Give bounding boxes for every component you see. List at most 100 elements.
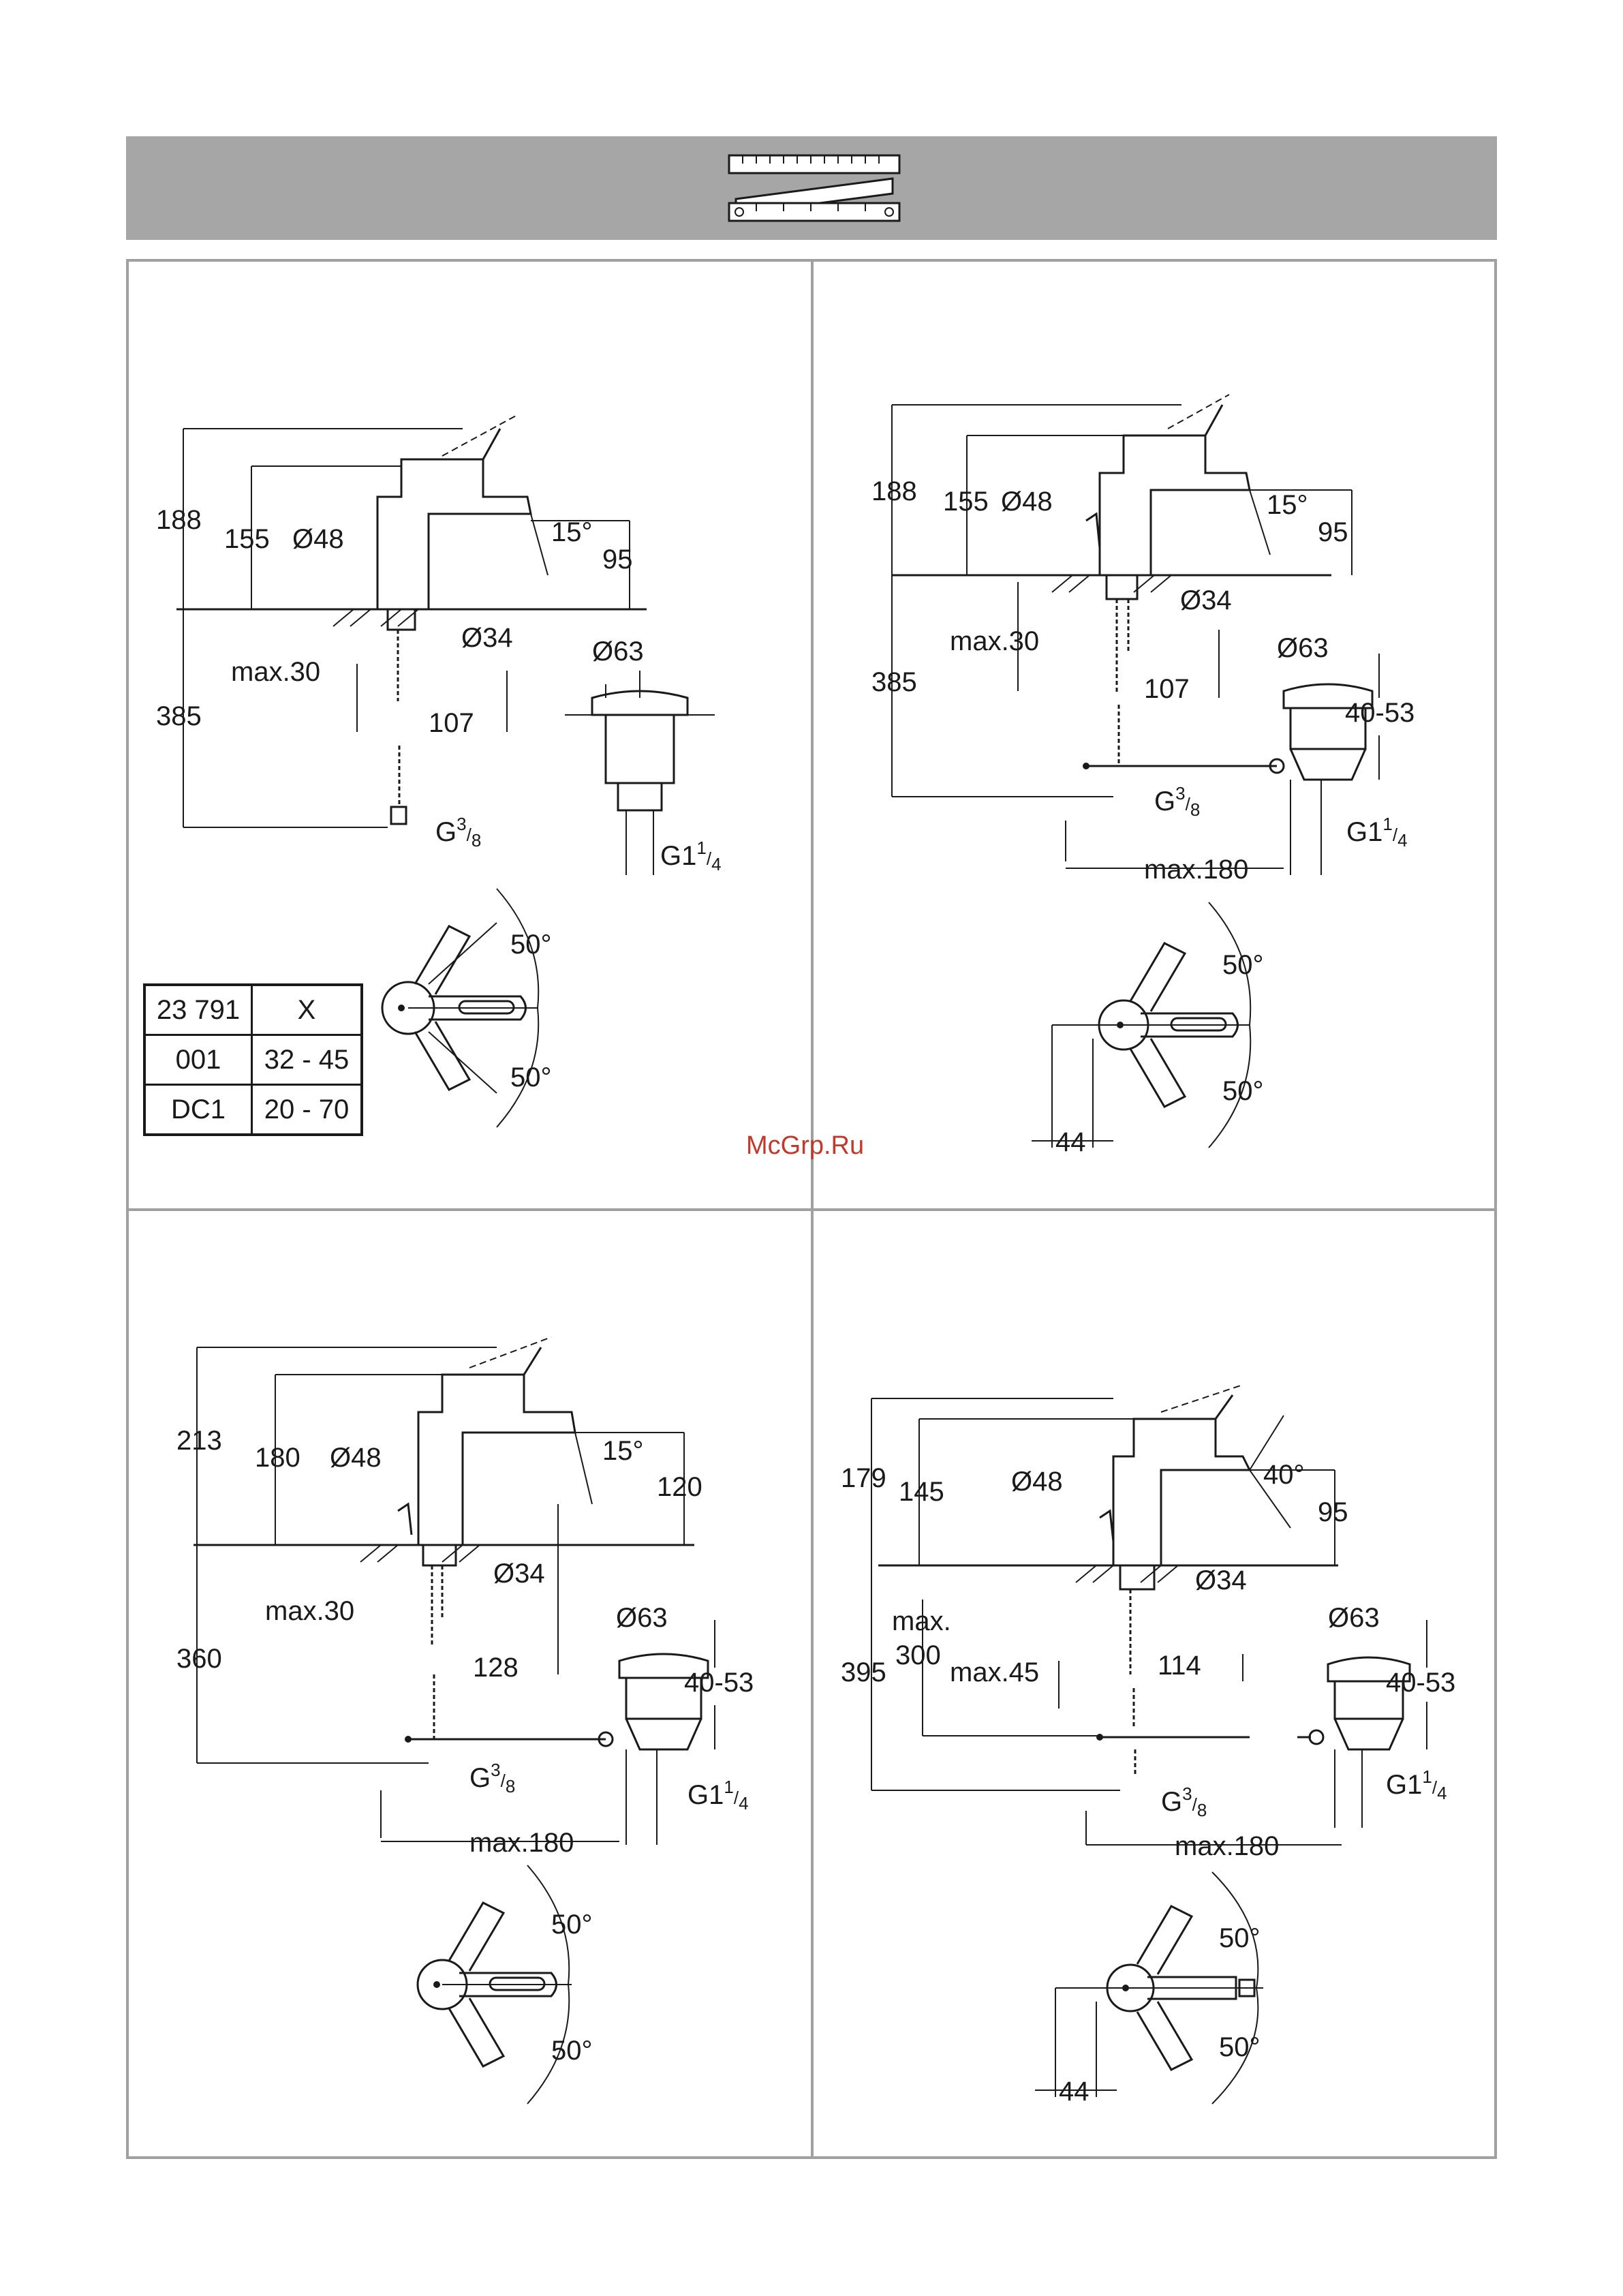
pop-up-waste [565, 690, 715, 875]
dim-reach: 128 [473, 1653, 519, 1683]
faucet-body [1112, 1418, 1252, 1567]
panel-1-drawing: 188 155 Ø48 15° 95 Ø34 max.30 385 107 Ø6… [156, 414, 722, 1128]
hose-connector [390, 806, 407, 825]
dim-below-deck: 385 [871, 667, 917, 697]
dim-spout-height: 120 [657, 1472, 702, 1502]
dim-deck-thickness: max.30 [265, 1596, 354, 1626]
dim-body-diameter: Ø48 [330, 1443, 382, 1473]
dim-offset: 44 [1059, 2077, 1089, 2107]
table-cell: DC1 [143, 1084, 253, 1136]
dim-waste-diameter: Ø63 [592, 637, 644, 667]
dim-lever-down: 50° [551, 2036, 593, 2066]
lever-handle [401, 428, 501, 461]
dim-waste-diameter: Ø63 [1328, 1603, 1380, 1633]
pull-rod-knob [1085, 512, 1101, 549]
pop-up-waste [1269, 683, 1374, 875]
table-cell: 20 - 70 [251, 1084, 363, 1136]
table-row: 001 32 - 45 [143, 1034, 363, 1086]
header-bar [126, 136, 1497, 240]
lever-top-view [416, 1865, 572, 2104]
dim-lever-up: 50° [1219, 1923, 1261, 1953]
panel-3-drawing: 213 180 Ø48 15° 120 Ø34 max.30 360 128 Ø… [176, 1336, 754, 2104]
dim-deck-thickness: max.30 [231, 657, 320, 687]
dim-body-diameter: Ø48 [292, 524, 344, 554]
lever-handle [1124, 404, 1224, 437]
panel-basin-mixer-2: 188 155 Ø48 15° 95 Ø34 max.30 385 107 Ø6… [814, 262, 1497, 1208]
shank [1119, 1564, 1156, 1591]
dim-hose-thread: G3/8 [469, 1760, 515, 1796]
dim-rod-height-b: 300 [895, 1640, 941, 1670]
faucet-body [417, 1373, 576, 1546]
dim-waste-thread: G11/4 [660, 838, 722, 874]
dim-spout-height: 95 [1318, 517, 1348, 547]
lever-raised [1167, 394, 1230, 429]
dim-angle: 15° [551, 517, 593, 547]
dim-waste-diameter: Ø63 [1277, 633, 1329, 663]
panel-bidet-mixer: 179 145 Ø48 40° 95 Ø34 max. 300 max.45 3… [814, 1211, 1497, 2159]
dim-body-height: 155 [224, 524, 270, 554]
table-header-row: 23 791 X [143, 983, 363, 1036]
lever-handle [1134, 1394, 1234, 1420]
pull-rod-knob [397, 1502, 413, 1535]
dim-rod-length: max.180 [1175, 1831, 1279, 1861]
table-cell: X [251, 983, 363, 1036]
dim-reach: 107 [1144, 674, 1190, 704]
lever-raised [442, 414, 518, 457]
dim-lever-down: 50° [510, 1062, 552, 1092]
panel-basin-mixer-1: 188 155 Ø48 15° 95 Ø34 max.30 385 107 Ø6… [129, 262, 811, 1208]
faucet-body [376, 458, 532, 611]
dim-reach: 107 [429, 708, 474, 738]
dim-body-diameter: Ø48 [1011, 1467, 1063, 1497]
lever-handle [442, 1347, 542, 1376]
lever-raised [1160, 1384, 1243, 1413]
shank [1105, 574, 1139, 600]
dim-waste-diameter: Ø63 [616, 1603, 668, 1633]
dim-body-diameter: Ø48 [1001, 487, 1053, 517]
dim-below-deck: 395 [841, 1657, 886, 1687]
dim-waste-range: 40-53 [684, 1668, 754, 1698]
lever-top-view [1035, 1871, 1263, 2104]
dim-rod-length: max.180 [469, 1828, 574, 1858]
dim-angle: 40° [1263, 1460, 1305, 1490]
table-cell: 001 [143, 1034, 253, 1086]
lever-top-view [1032, 902, 1252, 1148]
shank [422, 1544, 457, 1567]
dim-total-height: 213 [176, 1426, 222, 1456]
panel-4-drawing: 179 145 Ø48 40° 95 Ø34 max. 300 max.45 3… [841, 1384, 1455, 2107]
dim-below-deck: 360 [176, 1644, 222, 1674]
pull-rod-knob [1099, 1509, 1115, 1542]
pop-up-waste [598, 1653, 709, 1845]
deck-hatch [360, 1544, 480, 1563]
deck-hatch [1075, 1565, 1179, 1583]
dim-deck-thickness: max.30 [950, 626, 1039, 656]
horizontal-divider [126, 1208, 1497, 1211]
dim-body-height: 155 [943, 487, 989, 517]
dim-lever-up: 50° [551, 1910, 593, 1940]
dim-lever-down: 50° [1219, 2032, 1261, 2062]
dim-offset: 44 [1055, 1127, 1086, 1157]
dim-shank-diameter: Ø34 [1195, 1565, 1247, 1595]
deck-hatch [1051, 575, 1172, 593]
dim-deck-thickness: max.45 [950, 1657, 1039, 1687]
table-cell: 32 - 45 [251, 1034, 363, 1086]
dim-waste-thread: G11/4 [1346, 814, 1408, 851]
table-row: DC1 20 - 70 [143, 1084, 363, 1136]
pop-up-waste [1308, 1656, 1411, 1828]
dim-spout-height: 95 [602, 545, 633, 575]
dim-lever-up: 50° [1222, 950, 1264, 980]
dim-spout-height: 95 [1318, 1497, 1348, 1527]
dim-waste-thread: G11/4 [687, 1777, 749, 1813]
table-cell: 23 791 [143, 983, 253, 1036]
dim-body-height: 145 [899, 1477, 944, 1507]
deck-hatch [333, 609, 419, 627]
dim-total-height: 188 [871, 476, 917, 506]
dim-angle: 15° [1267, 490, 1308, 520]
dim-reach: 114 [1158, 1651, 1201, 1681]
lever-top-view [381, 888, 540, 1128]
dim-angle: 15° [602, 1436, 644, 1466]
faucet-body [1098, 434, 1251, 577]
dim-total-height: 179 [841, 1463, 886, 1493]
watermark: McGrp.Ru [746, 1131, 865, 1160]
dim-hose-thread: G3/8 [435, 814, 481, 851]
folding-ruler-icon [728, 154, 901, 222]
